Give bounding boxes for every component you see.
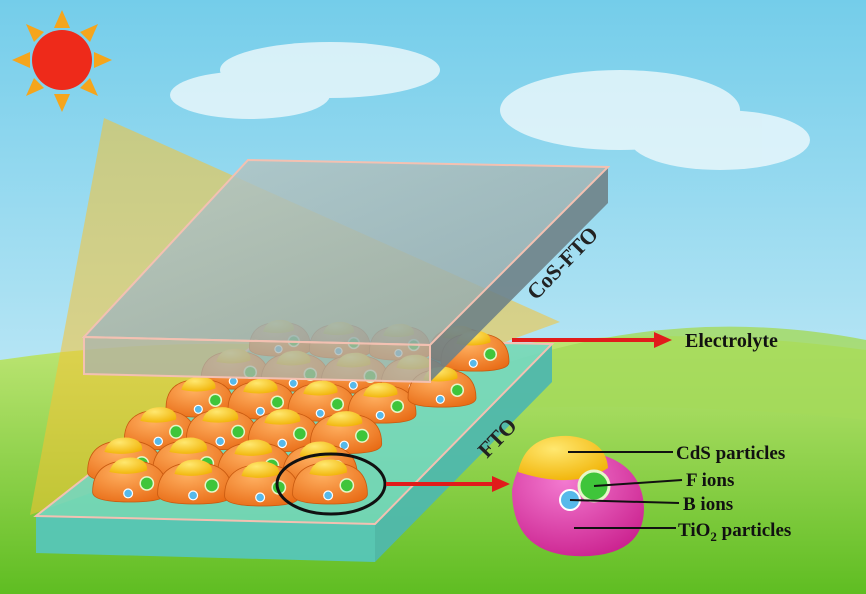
b-ion xyxy=(193,404,203,414)
leader-lines xyxy=(568,451,683,529)
b-ion xyxy=(288,378,298,388)
cos-fto-top-plate xyxy=(81,158,611,384)
b-ion xyxy=(277,438,288,449)
grass-hill-back xyxy=(460,326,866,420)
f-ions-label: F ions xyxy=(686,470,734,491)
nanoparticle xyxy=(287,380,357,422)
nanoparticle xyxy=(292,459,368,505)
nanoparticle xyxy=(347,382,417,424)
f-ion xyxy=(339,478,355,493)
highlight-circle xyxy=(275,452,387,516)
nanoparticle xyxy=(92,457,168,503)
b-ions-label: B ions xyxy=(683,494,733,515)
nanoparticle xyxy=(185,407,259,450)
b-ion xyxy=(315,408,325,418)
f-ion xyxy=(483,347,498,361)
f-ion xyxy=(204,478,220,493)
electrolyte-label: Electrolyte xyxy=(685,330,778,352)
tio2-cds-nanoparticle-icon xyxy=(512,435,644,557)
nanoparticle xyxy=(247,409,321,452)
b-ion xyxy=(153,436,164,447)
zoom-arrow xyxy=(386,476,510,492)
b-ion xyxy=(255,492,266,503)
b-ion xyxy=(348,380,358,390)
f-ion xyxy=(293,426,308,441)
cds-label: CdS particles xyxy=(676,443,785,464)
clouds xyxy=(170,42,810,170)
b-ion xyxy=(215,436,226,447)
f-ion xyxy=(139,476,155,491)
nanoparticle xyxy=(157,459,233,505)
f-ion xyxy=(231,424,246,439)
b-ion xyxy=(255,406,265,416)
tio2-label-subscript: 2 xyxy=(710,529,717,544)
tio2-label: TiO2 particles xyxy=(678,520,791,544)
f-ion xyxy=(169,424,184,439)
f-ion xyxy=(390,399,405,413)
b-ion xyxy=(188,490,199,501)
f-ion xyxy=(270,395,285,409)
f-ion xyxy=(355,428,370,443)
b-ion xyxy=(468,358,478,368)
electrolyte-arrow xyxy=(512,332,672,348)
f-ion xyxy=(330,397,345,411)
tio2-label-suffix: particles xyxy=(717,520,791,541)
sun-icon xyxy=(12,10,112,112)
f-ion xyxy=(208,393,223,407)
b-ion xyxy=(323,490,334,501)
f-ion xyxy=(450,383,465,397)
b-ion xyxy=(375,410,385,420)
b-ion xyxy=(123,488,134,499)
tio2-label-main: TiO xyxy=(678,520,710,541)
b-ion xyxy=(435,394,445,404)
